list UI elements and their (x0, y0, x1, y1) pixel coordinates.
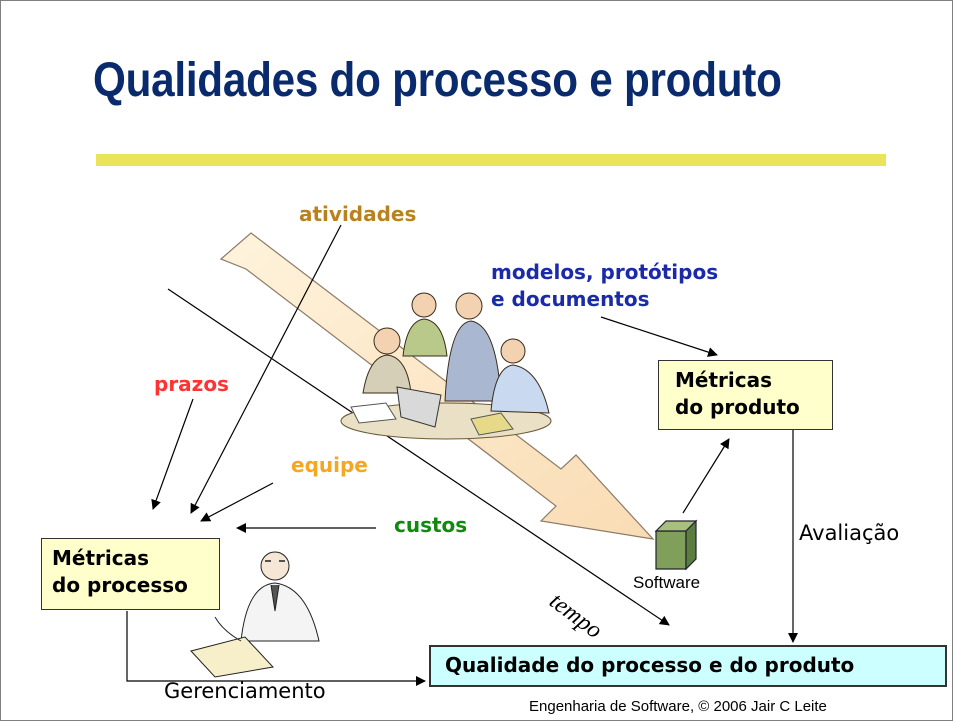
label-atividades: atividades (299, 202, 417, 226)
slide-footer: Engenharia de Software, © 2006 Jair C Le… (529, 698, 827, 715)
big-time-arrow (219, 232, 655, 540)
label-modelos: modelos, protótipos e documentos (491, 259, 718, 313)
software-to-metrics-arrow (682, 438, 730, 514)
metricas-processo-line1: Métricas (52, 546, 150, 570)
label-modelos-line1: modelos, protótipos (491, 260, 719, 284)
writing-man-clipart (190, 551, 320, 678)
metricas-produto-line1: Métricas (675, 368, 773, 392)
modelos-arrow (600, 316, 718, 357)
label-modelos-line2: e documentos (491, 287, 650, 311)
software-cube-icon (654, 519, 698, 571)
metricas-processo-box: Métricas do processo (41, 538, 220, 610)
title-underline (96, 154, 886, 166)
prazos-arrow (151, 398, 194, 510)
label-custos: custos (394, 513, 468, 537)
tempo-line (167, 288, 670, 626)
metricas-processo-line2: do processo (52, 573, 188, 597)
metricas-produto-line2: do produto (675, 395, 800, 419)
gerenciamento-arrow (126, 611, 426, 686)
label-gerenciamento: Gerenciamento (164, 679, 326, 703)
qualidade-box: Qualidade do processo e do produto (429, 645, 947, 687)
equipe-arrow (200, 482, 274, 522)
label-equipe: equipe (291, 453, 368, 477)
label-software: Software (633, 573, 701, 592)
label-prazos: prazos (154, 372, 229, 396)
slide-title: Qualidades do processo e produto (93, 54, 782, 107)
metricas-produto-box: Métricas do produto (658, 360, 833, 430)
atividades-arrow (190, 224, 342, 514)
label-avaliacao: Avaliação (799, 521, 900, 545)
team-meeting-clipart (340, 292, 552, 440)
